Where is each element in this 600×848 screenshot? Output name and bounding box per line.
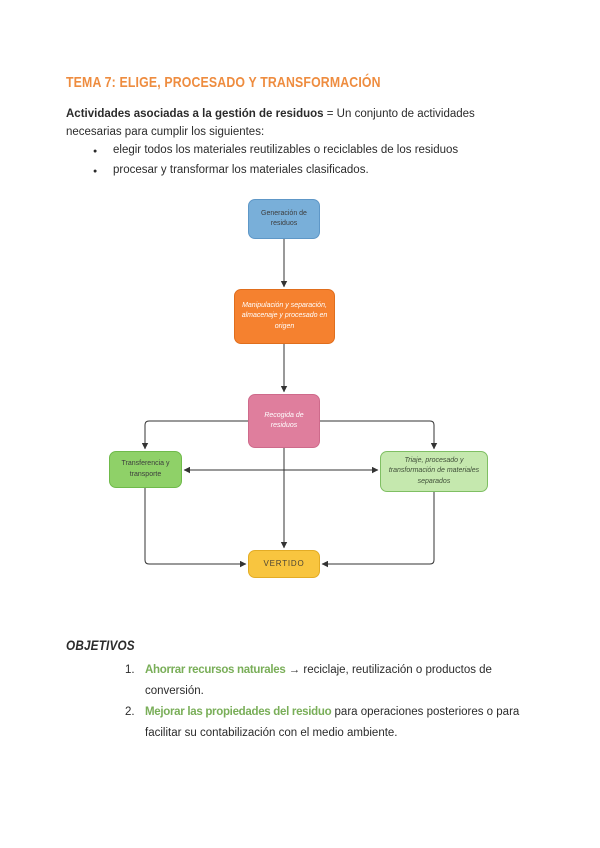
intro-lead-bold: Actividades asociadas a la gestión de re… xyxy=(66,108,324,120)
bullet-icon xyxy=(93,161,113,181)
edge-triaje-vertido xyxy=(321,492,435,568)
edge-recogida-transferencia xyxy=(141,420,248,450)
list-item: 1. Ahorrar recursos naturales → reciclaj… xyxy=(125,660,555,702)
objetivo-highlight: Mejorar las propiedades del residuo xyxy=(145,706,332,718)
node-label: Manipulación y separación, almacenaje y … xyxy=(241,302,328,330)
objetivos-heading: OBJETIVOS xyxy=(66,637,135,653)
intro-paragraph: Actividades asociadas a la gestión de re… xyxy=(66,105,518,141)
node-triaje-procesado-transformacion: Triaje, procesado y transformación de ma… xyxy=(380,451,488,492)
intro-lead-rest: = Un conjunto de actividades necesarias … xyxy=(66,108,475,138)
list-text: Mejorar las propiedades del residuo para… xyxy=(145,702,543,744)
bullet-text: elegir todos los materiales reutilizable… xyxy=(113,144,459,156)
node-label: Triaje, procesado y transformación de ma… xyxy=(388,457,480,485)
page-title: TEMA 7: ELIGE, PROCESADO Y TRANSFORMACIÓ… xyxy=(66,74,381,91)
list-item: elegir todos los materiales reutilizable… xyxy=(66,141,518,161)
objetivos-list: 1. Ahorrar recursos naturales → reciclaj… xyxy=(125,660,555,744)
list-item: 2. Mejorar las propiedades del residuo p… xyxy=(125,702,555,744)
node-label: Transferencia y transporte xyxy=(121,460,170,478)
bullet-icon xyxy=(93,141,113,161)
bullet-text: procesar y transformar los materiales cl… xyxy=(113,164,369,176)
node-generacion-de-residuos: Generación de residuos xyxy=(248,199,320,239)
node-manipulacion-separacion: Manipulación y separación, almacenaje y … xyxy=(234,289,335,344)
waste-management-flowchart: Generación de residuos Manipulación y se… xyxy=(0,190,600,600)
list-item: procesar y transformar los materiales cl… xyxy=(66,161,518,181)
node-label: Recogida de residuos xyxy=(264,411,304,429)
list-number: 2. xyxy=(125,706,135,718)
objetivo-rest: → reciclaje, reutilización o productos d… xyxy=(145,664,492,697)
edge-transferencia-vertido xyxy=(144,488,247,568)
bullet-list: elegir todos los materiales reutilizable… xyxy=(66,141,518,181)
node-label: Generación de residuos xyxy=(261,209,307,227)
list-text: Ahorrar recursos naturales → reciclaje, … xyxy=(145,660,543,702)
node-label: VERTIDO xyxy=(263,559,305,569)
intro-section: Actividades asociadas a la gestión de re… xyxy=(66,105,518,181)
objetivo-rest: para operaciones posteriores o para faci… xyxy=(145,706,520,739)
node-transferencia-y-transporte: Transferencia y transporte xyxy=(109,451,182,488)
edge-recogida-triaje xyxy=(320,420,438,450)
objetivo-highlight: Ahorrar recursos naturales xyxy=(145,664,286,676)
node-vertido: VERTIDO xyxy=(248,550,320,578)
connector-lines xyxy=(141,239,438,568)
list-number: 1. xyxy=(125,664,135,676)
node-recogida-de-residuos: Recogida de residuos xyxy=(248,394,320,448)
